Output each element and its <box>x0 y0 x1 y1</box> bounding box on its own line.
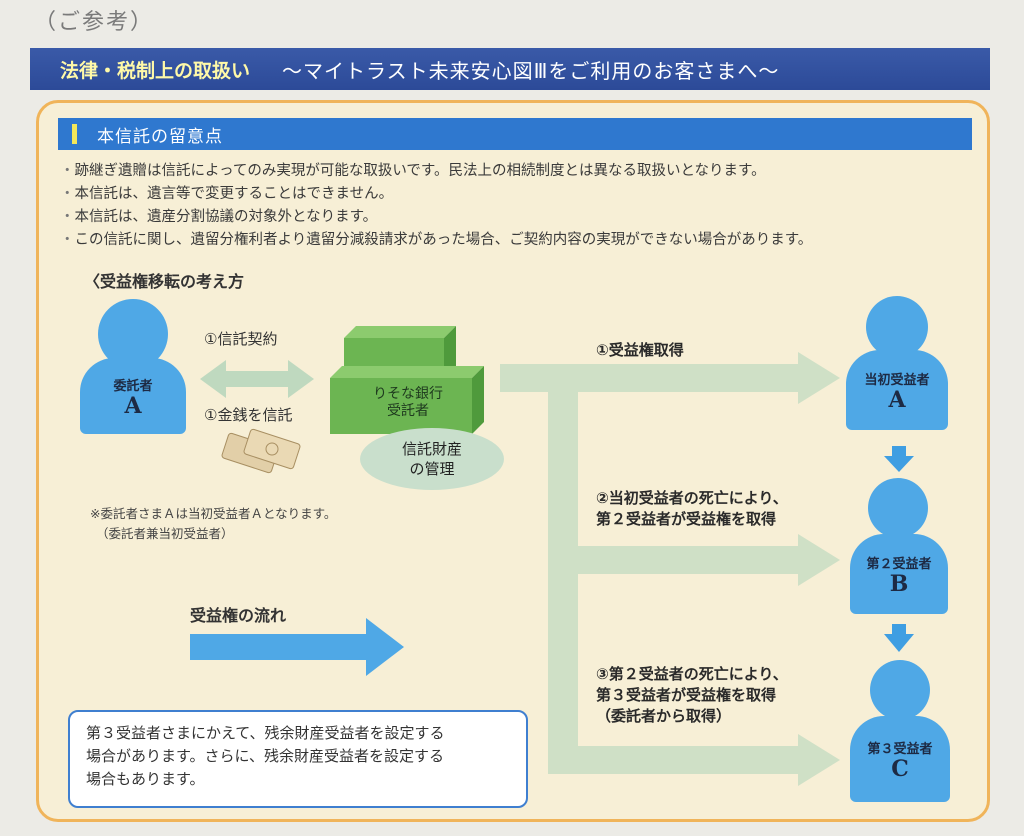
reference-label: （ご参考） <box>34 10 155 35</box>
footnote-line1: ※委託者さまＡは当初受益者Ａとなります。 <box>90 506 337 521</box>
page-header: 法律・税制上の取扱い ～マイトラスト未来安心図Ⅲをご利用のお客さまへ～ <box>30 48 990 90</box>
step3-line2: 第３受益者が受益権を取得 <box>596 686 777 704</box>
section-marker <box>72 124 77 144</box>
settlor-head <box>98 299 168 369</box>
second-beneficiary-head <box>868 478 928 538</box>
money-trust-label: ①金銭を信託 <box>204 406 293 424</box>
second-beneficiary-body: 第２受益者 B <box>850 534 948 614</box>
benefit-flow-arrows <box>500 352 840 786</box>
third-beneficiary-role: 第３受益者 <box>867 741 933 757</box>
trust-property-line1: 信託財産 <box>401 440 462 458</box>
bank-building-icon <box>330 326 484 434</box>
bank-role: 受託者 <box>387 403 429 419</box>
note-item: この信託に関し、遺留分権利者より遺留分減殺請求があった場合、ご契約内容の実現がで… <box>60 229 980 252</box>
second-beneficiary-letter: B <box>889 570 909 597</box>
third-beneficiary-head <box>870 660 930 720</box>
note-item: 跡継ぎ遺贈は信託によってのみ実現が可能な取扱いです。民法上の相続制度とは異なる取… <box>60 160 980 183</box>
bank-name: りそな銀行 <box>373 386 443 402</box>
info-line1: 第３受益者さまにかえて、残余財産受益者を設定する <box>86 724 445 742</box>
legend-arrow-icon <box>190 618 404 676</box>
trust-property-oval: 信託財産 の管理 <box>360 428 504 490</box>
initial-beneficiary-role: 当初受益者 <box>864 372 930 388</box>
succession-down-arrows <box>884 446 914 652</box>
footnote: ※委託者さまＡは当初受益者Ａとなります。 （委託者兼当初受益者） <box>90 504 336 544</box>
second-beneficiary-role: 第２受益者 <box>866 556 932 572</box>
info-line3: 場合もあります。 <box>86 770 205 788</box>
note-item: 本信託は、遺産分割協議の対象外となります。 <box>60 206 980 229</box>
step2-line2: 第２受益者が受益権を取得 <box>596 510 777 528</box>
step2-label: ②当初受益者の死亡により、 第２受益者が受益権を取得 <box>596 488 788 530</box>
initial-beneficiary-letter: A <box>888 386 906 413</box>
bank-caption: りそな銀行 受託者 <box>360 386 456 420</box>
third-beneficiary-body: 第３受益者 C <box>850 716 950 802</box>
contract-double-arrow <box>200 360 314 398</box>
info-line2: 場合があります。さらに、残余財産受益者を設定する <box>86 747 445 765</box>
legend-label: 受益権の流れ <box>190 606 287 625</box>
info-box: 第３受益者さまにかえて、残余財産受益者を設定する 場合があります。さらに、残余財… <box>68 710 528 808</box>
third-beneficiary-letter: C <box>891 755 909 782</box>
money-bills-icon <box>221 428 301 474</box>
note-item: 本信託は、遺言等で変更することはできません。 <box>60 183 980 206</box>
notes-list: 跡継ぎ遺贈は信託によってのみ実現が可能な取扱いです。民法上の相続制度とは異なる取… <box>60 160 980 252</box>
section-title: 本信託の留意点 <box>97 126 223 147</box>
trust-property-line2: の管理 <box>409 460 455 478</box>
settlor-letter: A <box>124 392 142 419</box>
contract-label: ①信託契約 <box>204 330 278 348</box>
header-title: 法律・税制上の取扱い <box>60 59 251 82</box>
step3-label: ③第２受益者の死亡により、 第３受益者が受益権を取得 （委託者から取得） <box>596 664 788 727</box>
initial-beneficiary-body: 当初受益者 A <box>846 350 948 430</box>
settlor-body: 委託者 A <box>80 358 186 434</box>
step3-line3: （委託者から取得） <box>596 707 732 725</box>
settlor-role: 委託者 <box>113 378 153 394</box>
step2-line1: ②当初受益者の死亡により、 <box>596 489 788 507</box>
step1-label: ①受益権取得 <box>596 341 684 359</box>
header-subtitle: ～マイトラスト未来安心図Ⅲをご利用のお客さまへ～ <box>282 58 780 83</box>
footnote-line2: （委託者兼当初受益者） <box>96 526 234 541</box>
section-header: 本信託の留意点 <box>58 118 972 150</box>
initial-beneficiary-head <box>866 296 928 358</box>
step3-line1: ③第２受益者の死亡により、 <box>596 665 788 683</box>
flow-heading: 〈受益権移転の考え方 <box>84 272 245 291</box>
